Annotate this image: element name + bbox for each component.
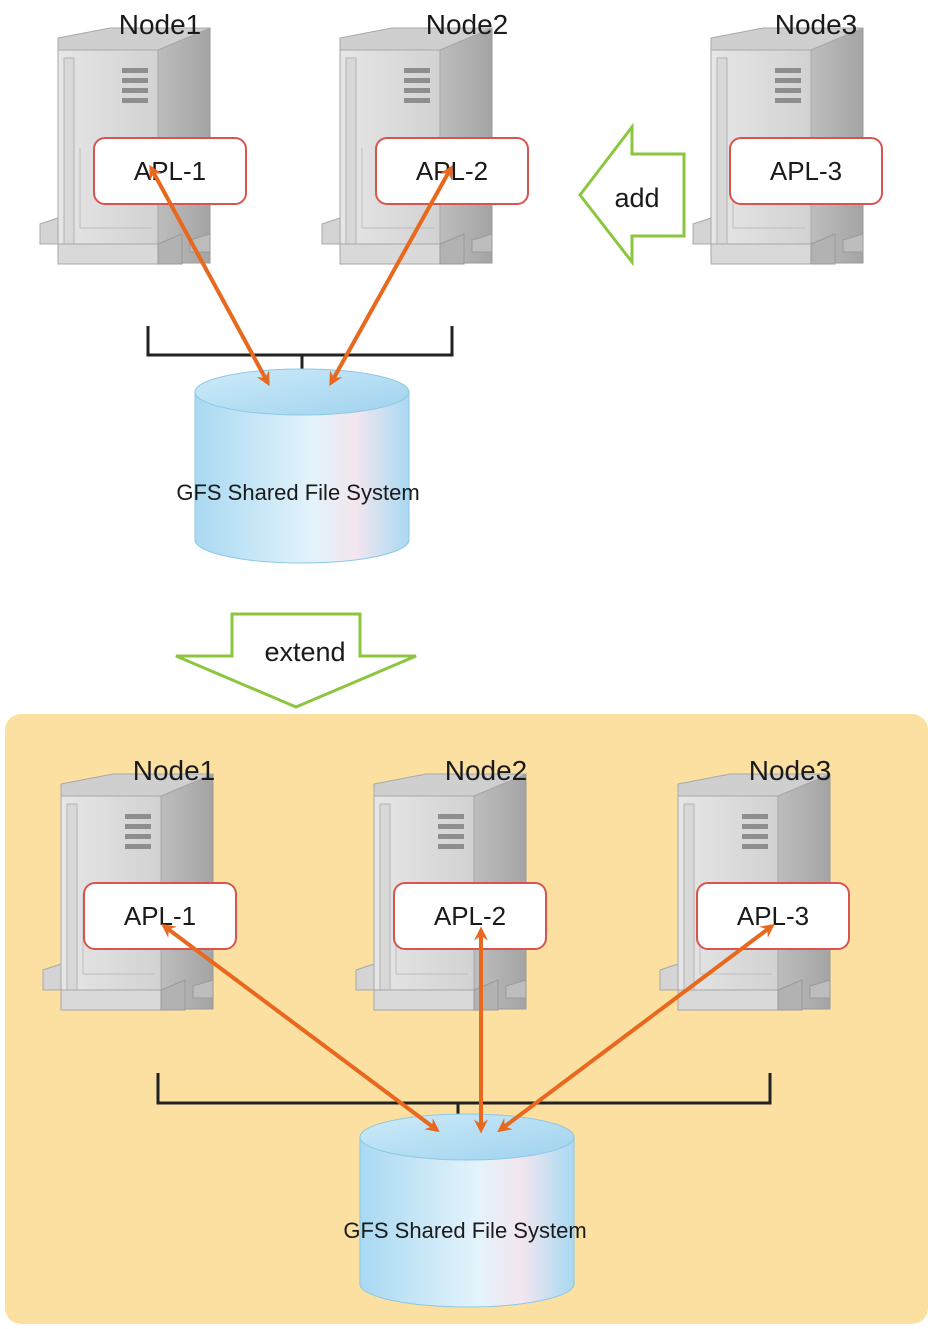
- extend-label: extend: [264, 637, 345, 667]
- after-storage: GFS Shared File System: [343, 1113, 587, 1308]
- app-label: APL-3: [770, 156, 842, 186]
- add-label: add: [614, 183, 659, 213]
- app-label: APL-1: [124, 901, 196, 931]
- before-node2: APL-2 Node2: [321, 9, 529, 265]
- cylinder-top: [194, 368, 410, 416]
- extend-transition: extend: [175, 612, 417, 709]
- access-arrow: [329, 164, 453, 387]
- before-node3: APL-3 Node3: [692, 9, 883, 265]
- app-label: APL-3: [737, 901, 809, 931]
- access-arrow: [149, 164, 270, 387]
- before-node1: APL-1 Node1: [39, 9, 247, 265]
- node-title: Node2: [445, 755, 528, 786]
- cylinder-body: [194, 392, 410, 564]
- app-label: APL-2: [416, 156, 488, 186]
- app-label: APL-2: [434, 901, 506, 931]
- storage-label: GFS Shared File System: [176, 480, 419, 505]
- left-arrow-icon: [578, 122, 686, 267]
- add-arrow: add: [578, 122, 686, 267]
- cylinder-body: [359, 1137, 575, 1308]
- node-title: Node2: [426, 9, 509, 40]
- node-title: Node1: [119, 9, 202, 40]
- before-storage: GFS Shared File System: [176, 368, 420, 564]
- app-label: APL-1: [134, 156, 206, 186]
- after-node1: APL-1 Node1: [42, 755, 237, 1011]
- node-title: Node1: [133, 755, 216, 786]
- after-section: APL-1 Node1 APL-2 Node2 APL-3 Node3 GFS …: [5, 714, 928, 1324]
- access-arrow: [497, 923, 775, 1133]
- access-arrow: [161, 923, 440, 1133]
- before-section: APL-1 Node1 APL-2 Node2 APL-3 Node3 add: [39, 9, 883, 564]
- down-arrow-icon: [175, 612, 417, 709]
- storage-label: GFS Shared File System: [343, 1218, 586, 1243]
- cylinder-top: [359, 1113, 575, 1161]
- after-node3: APL-3 Node3: [659, 755, 850, 1011]
- after-node2: APL-2 Node2: [355, 755, 547, 1011]
- node-title: Node3: [749, 755, 832, 786]
- app-box: [729, 137, 883, 205]
- node-title: Node3: [775, 9, 858, 40]
